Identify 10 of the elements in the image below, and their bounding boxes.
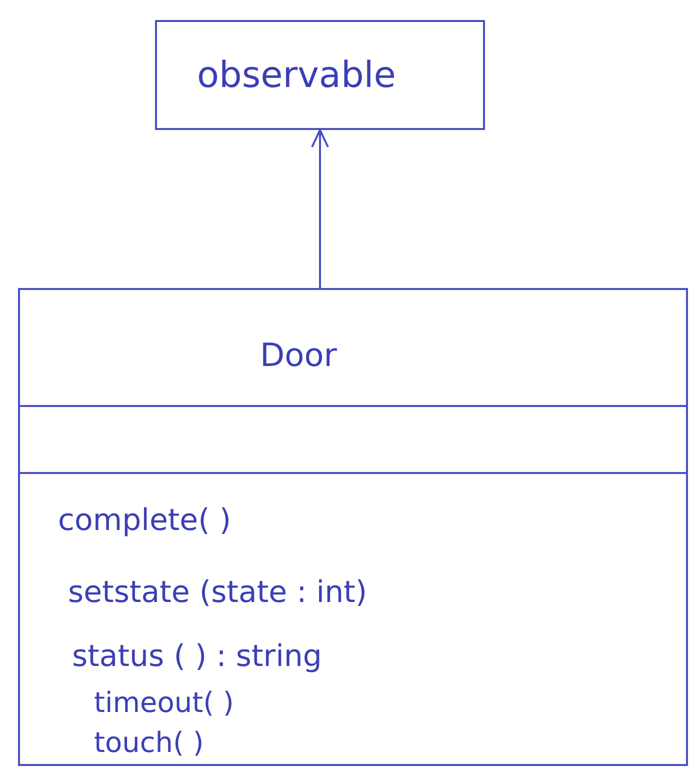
method-text: setstate (state : int) <box>68 576 368 609</box>
class-name: observable <box>197 56 396 96</box>
class-box <box>155 20 485 130</box>
method-text: status ( ) : string <box>72 640 322 673</box>
method-text: touch( ) <box>94 728 204 759</box>
class-box <box>18 288 688 766</box>
method-text: complete( ) <box>58 504 232 537</box>
generalization-arrow <box>311 129 329 288</box>
class-name: Door <box>260 338 337 374</box>
method-text: timeout( ) <box>94 688 234 719</box>
